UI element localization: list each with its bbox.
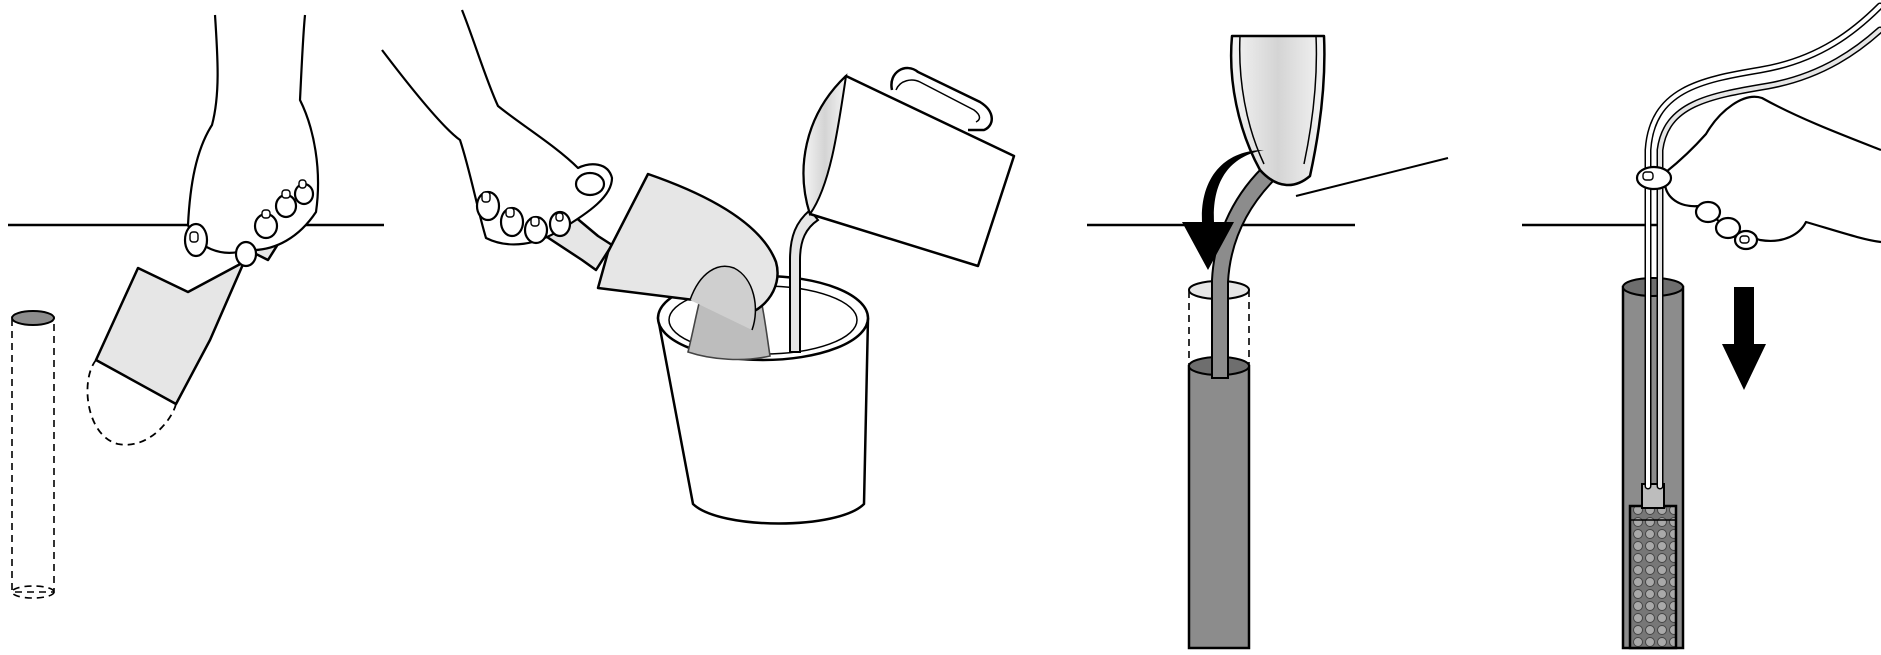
down-arrow-icon	[1722, 287, 1766, 390]
curved-arrow-icon	[1182, 150, 1264, 270]
dashed-hole-tube-icon	[11, 310, 55, 599]
filled-hole-icon	[1187, 280, 1251, 650]
panel-2	[381, 9, 1016, 525]
water-stream-icon	[789, 208, 820, 353]
slurry-stream-icon	[1211, 166, 1278, 379]
hand-icon	[1635, 95, 1881, 251]
panel-3	[1087, 34, 1449, 650]
hand-icon	[183, 14, 320, 268]
panel-4	[1522, 2, 1881, 650]
pitcher-icon	[802, 66, 1016, 268]
hand-icon	[381, 9, 614, 246]
sampler-probe-icon	[1628, 483, 1678, 650]
bucket-spout-icon	[1229, 34, 1449, 197]
panel-1	[8, 14, 384, 599]
tubing-icon	[1644, 2, 1881, 490]
